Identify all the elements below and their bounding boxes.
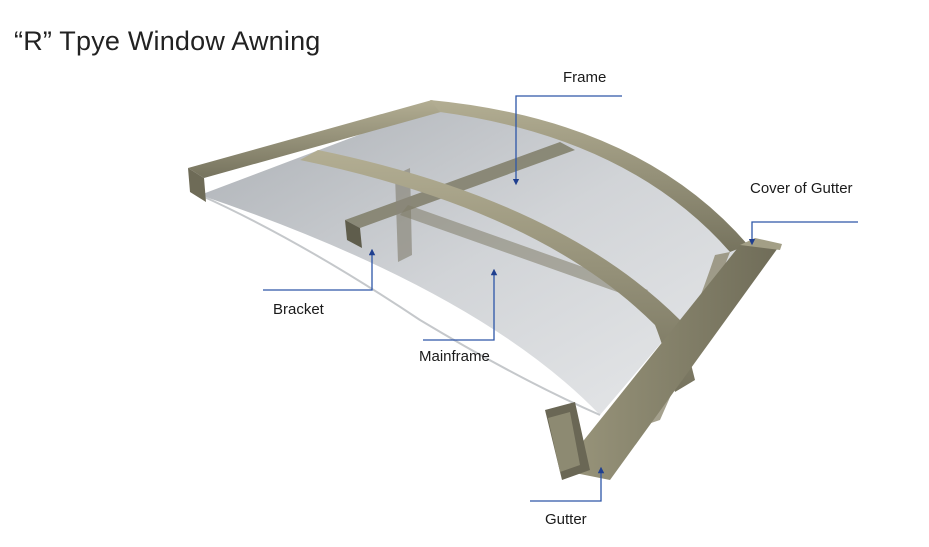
- label-mainframe: Mainframe: [419, 348, 490, 365]
- label-gutter: Gutter: [545, 511, 587, 528]
- label-frame: Frame: [563, 69, 606, 86]
- cover-of-gutter-callout: [752, 222, 858, 242]
- bracket-callout: [263, 252, 372, 290]
- label-cover-of-gutter: Cover of Gutter: [750, 180, 853, 197]
- label-bracket: Bracket: [273, 301, 324, 318]
